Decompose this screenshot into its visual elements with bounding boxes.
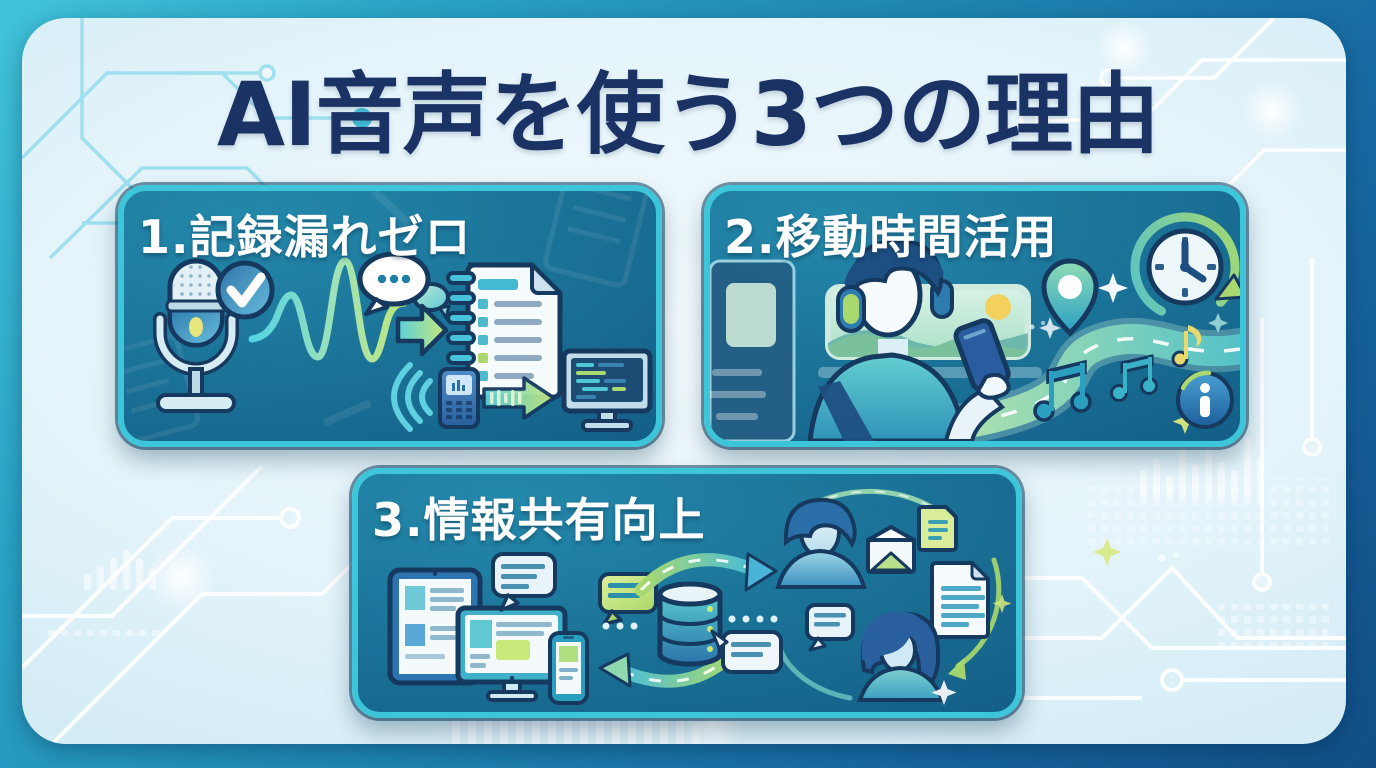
panel-3-title: 3.情報共有向上	[372, 493, 706, 547]
hand-icon	[975, 372, 1011, 400]
small-document-icon	[917, 505, 958, 552]
chat-bubble-icon	[805, 603, 855, 652]
dotted-link-icon	[602, 615, 778, 630]
spiral-checklist-document-icon	[446, 262, 563, 400]
location-pin-icon	[1041, 258, 1099, 337]
sparkle-icons	[1029, 273, 1228, 434]
music-notes-icon	[1033, 325, 1202, 422]
arrow-right-icon	[395, 303, 449, 357]
panel-1-illustration	[124, 191, 653, 441]
circuit-background	[22, 18, 1346, 744]
waveform-icon	[248, 257, 408, 363]
panel-2-title: 2.移動時間活用	[724, 210, 1058, 264]
panel-2-travel-time: 2.移動時間活用	[704, 185, 1246, 447]
code-monitor-icon	[561, 348, 653, 432]
chat-bubble-icon	[710, 629, 783, 674]
train-door-icon	[710, 259, 796, 441]
woman-avatar-icon	[857, 611, 945, 702]
sound-waves-icon	[391, 362, 433, 432]
voice-recorder-icon	[438, 367, 480, 429]
envelope-icon	[866, 525, 916, 574]
pixel-data-dots-decoration	[44, 478, 1334, 654]
circuit-traces-bottom-left	[22, 464, 444, 744]
panel-doodles	[124, 191, 652, 441]
checkmark-circle-icon	[215, 260, 275, 320]
desktop-monitor-icon	[455, 605, 568, 702]
glow-dots-decoration	[148, 20, 1302, 744]
panel-3-info-sharing: 3.情報共有向上	[352, 468, 1022, 718]
clock-history-icon	[1130, 212, 1240, 322]
panel-2-illustration	[710, 212, 1240, 441]
info-circle-icon	[1176, 370, 1234, 429]
page-title: AI音声を使う3つの理由	[216, 63, 1160, 166]
chat-bubble-icon	[491, 552, 557, 612]
data-transfer-arrow-icon	[482, 376, 556, 420]
panel-3-illustration	[387, 488, 1012, 705]
speech-bubbles-icon	[357, 251, 451, 320]
sparkle-icon	[1093, 538, 1121, 566]
panel-1-zero-missed-records: 1.記録漏れゼロ	[118, 185, 662, 447]
panel-1-title: 1.記録漏れゼロ	[138, 210, 472, 264]
large-document-icon	[930, 561, 990, 639]
database-icon	[657, 581, 723, 667]
listener-with-headphones-icon	[807, 238, 1006, 441]
sparkle-icons	[931, 594, 1012, 705]
mobile-phone-icon	[548, 631, 589, 705]
man-avatar-icon	[775, 497, 867, 589]
